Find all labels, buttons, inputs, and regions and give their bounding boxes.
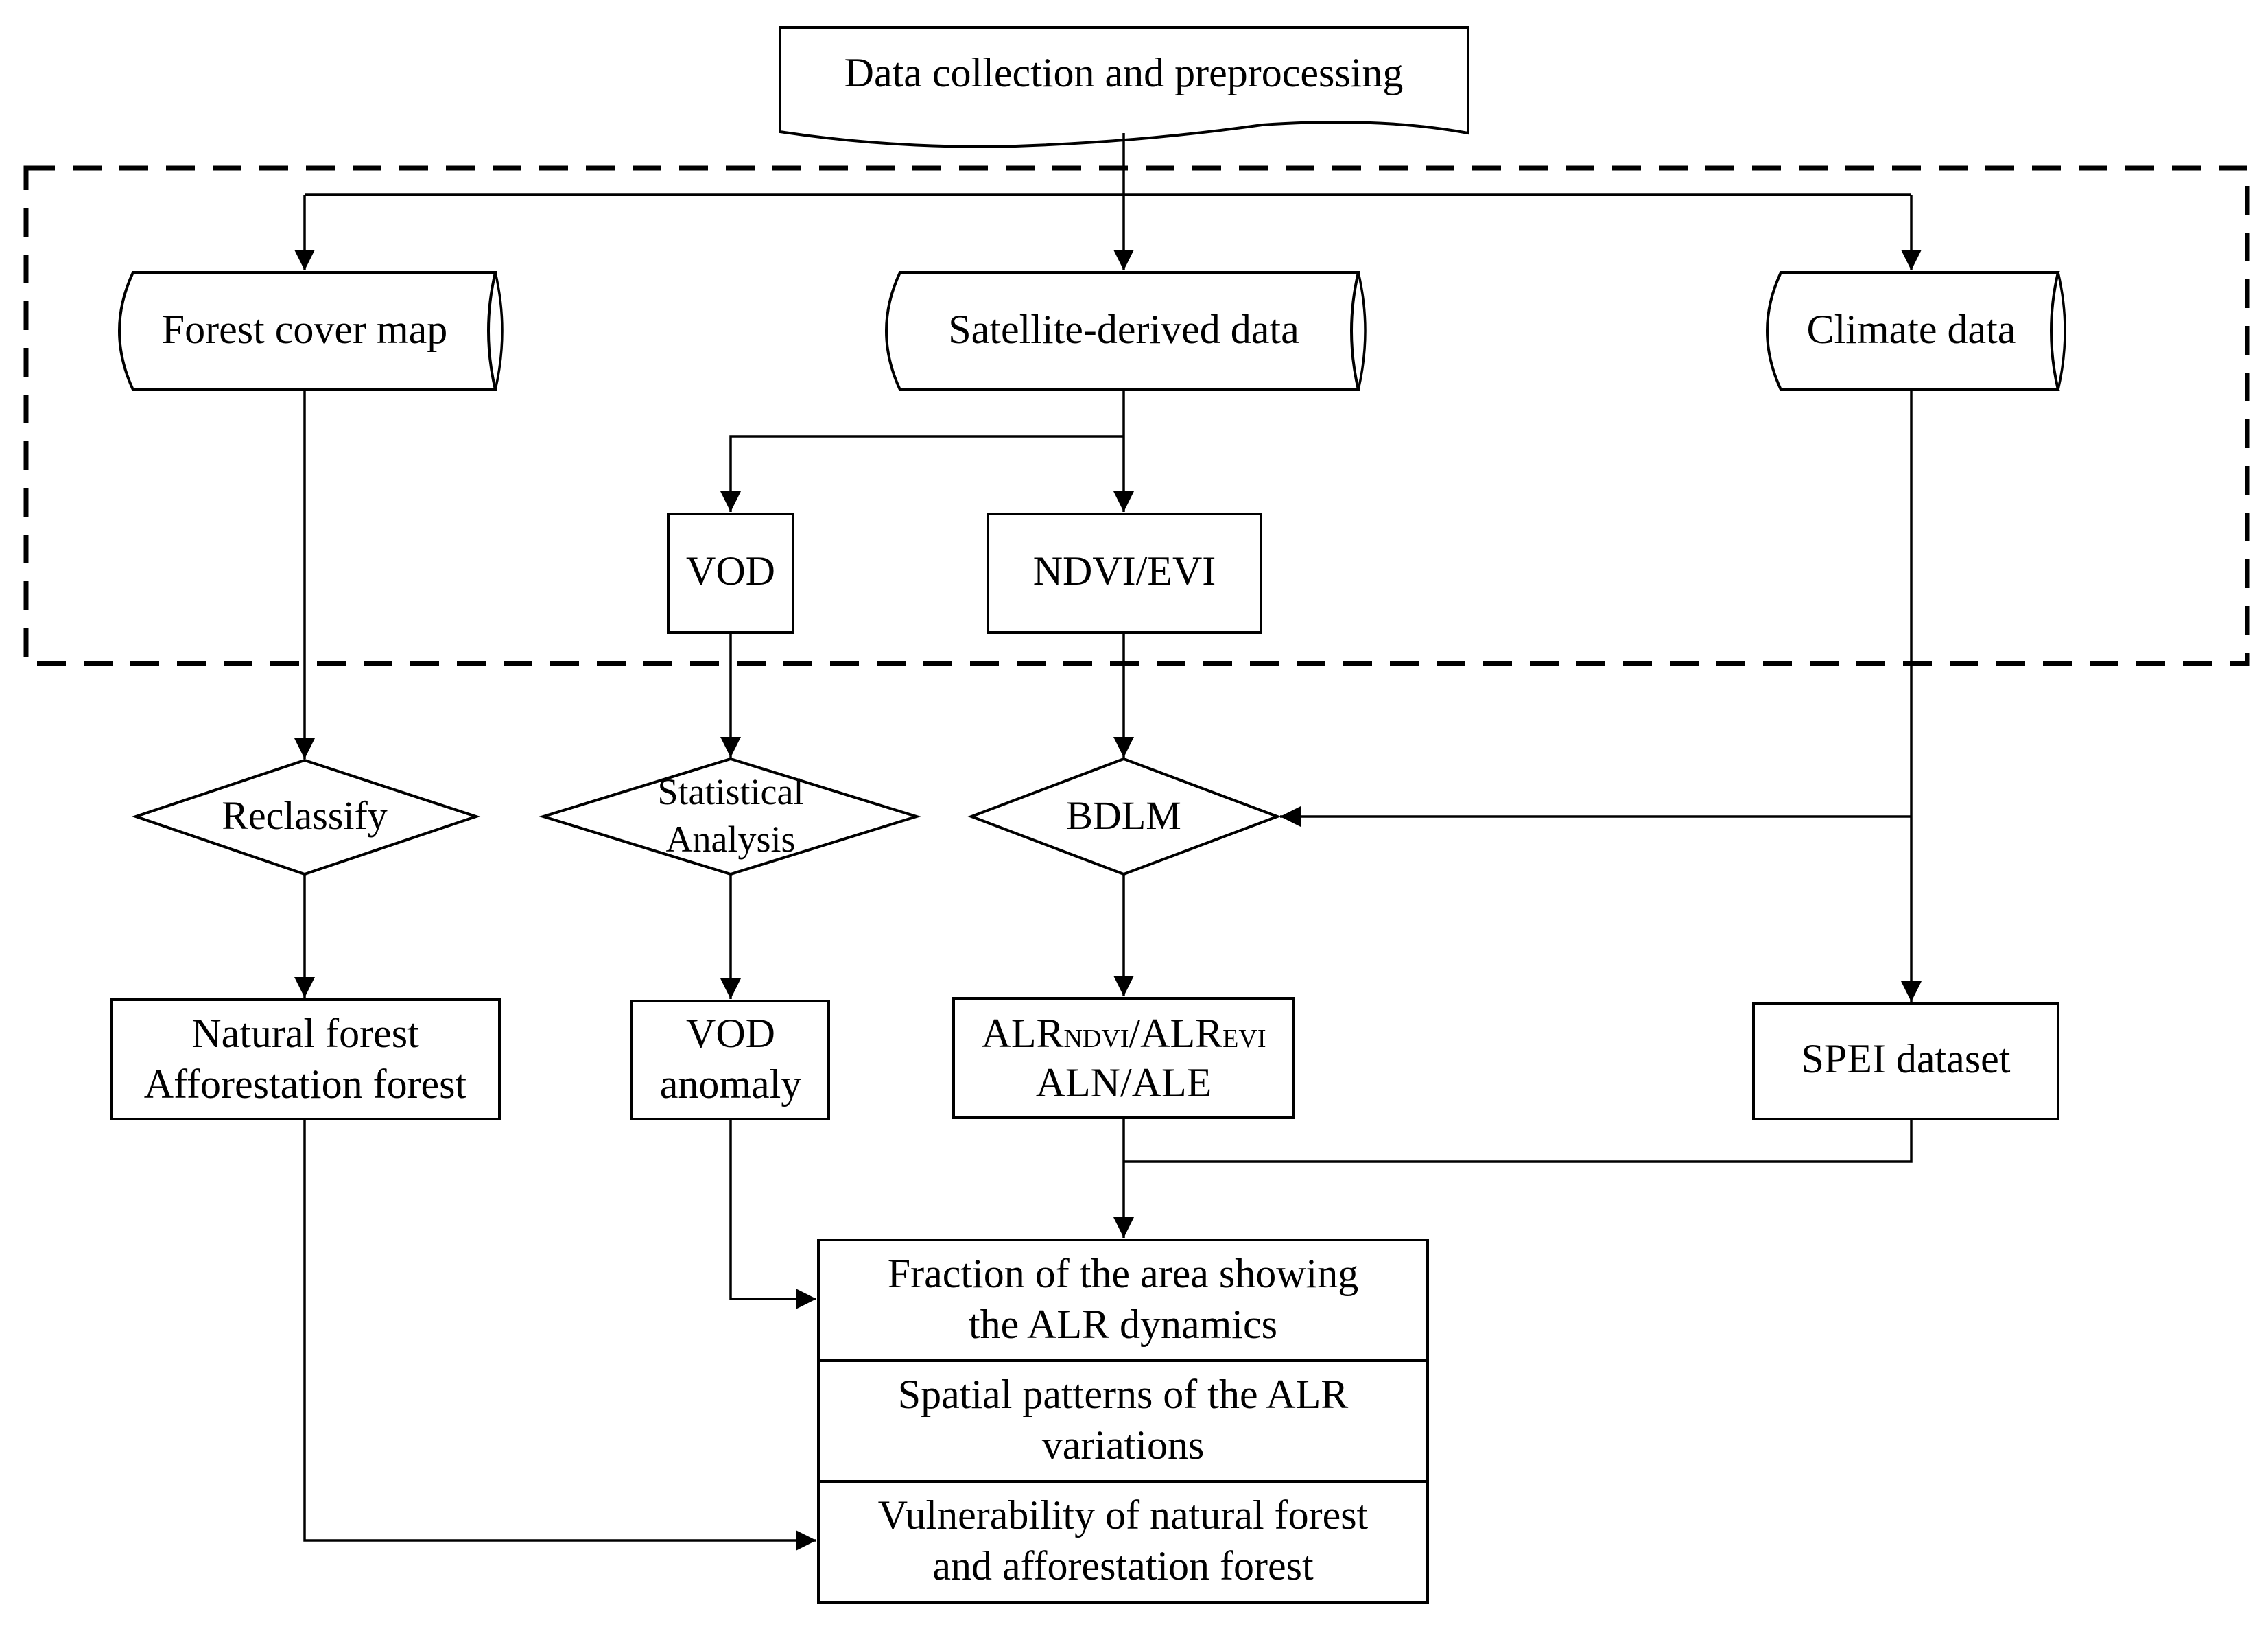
result-vulnerability-line1: Vulnerability of natural forest	[878, 1492, 1369, 1538]
forest-cover-shape-edge	[494, 272, 504, 390]
alr-box	[952, 997, 1295, 1119]
spei-box	[1752, 1002, 2059, 1120]
header-document-shape	[779, 26, 1469, 149]
alr-line1: ALRNDVI/ALREVI	[982, 1011, 1266, 1056]
result-spatial-line1: Spatial patterns of the ALR	[898, 1372, 1349, 1417]
result-fraction-box	[817, 1239, 1429, 1362]
forest-types-box	[110, 998, 501, 1120]
alr-sub-ndvi: NDVI	[1064, 1024, 1129, 1053]
reclassify-label: Reclassify	[222, 793, 388, 838]
ndvi-evi-label: NDVI/EVI	[1033, 548, 1216, 594]
alr-prefix-evi: ALR	[1140, 1011, 1222, 1056]
vod-anomaly-box	[630, 1000, 830, 1120]
satellite-data-shape-edge	[1357, 272, 1367, 390]
forest-types-line2: Afforestation forest	[144, 1061, 467, 1107]
result-vulnerability-box	[817, 1480, 1429, 1604]
result-spatial-box	[817, 1359, 1429, 1483]
bdlm-label: BDLM	[1066, 793, 1181, 838]
connector-satellite-vod	[720, 435, 1124, 512]
statistical-analysis-label-line1: Statistical	[658, 771, 804, 812]
result-fraction-line2: the ALR dynamics	[969, 1302, 1277, 1347]
result-vulnerability-line2: and afforestation forest	[932, 1543, 1314, 1588]
result-spatial-line2: variations	[1042, 1422, 1205, 1468]
result-fraction-line1: Fraction of the area showing	[888, 1251, 1358, 1296]
spei-label: SPEI dataset	[1802, 1036, 2011, 1081]
alr-line2: ALN/ALE	[1036, 1060, 1212, 1105]
statistical-analysis-label-line2: Analysis	[666, 819, 796, 860]
connector-spei-results	[1124, 1119, 1913, 1163]
satellite-data-label: Satellite-derived data	[948, 307, 1299, 352]
data-group-frame	[23, 165, 2250, 666]
alr-slash: /	[1129, 1011, 1141, 1056]
alr-sub-evi: EVI	[1222, 1024, 1266, 1053]
forest-cover-label: Forest cover map	[162, 307, 448, 352]
alr-prefix-ndvi: ALR	[982, 1011, 1064, 1056]
vod-anomaly-line2: anomaly	[660, 1061, 802, 1107]
vod-box	[667, 513, 794, 634]
connector-forest-types-results	[303, 1119, 816, 1551]
connector-vod-anomaly-results	[729, 1119, 816, 1309]
header-label: Data collection and preprocessing	[844, 50, 1404, 95]
vod-label: VOD	[686, 548, 775, 594]
climate-data-shape-edge	[2057, 272, 2066, 390]
forest-types-line1: Natural forest	[191, 1011, 419, 1056]
ndvi-evi-box	[987, 513, 1262, 634]
climate-data-label: Climate data	[1807, 307, 2016, 352]
vod-anomaly-line1: VOD	[686, 1011, 775, 1056]
